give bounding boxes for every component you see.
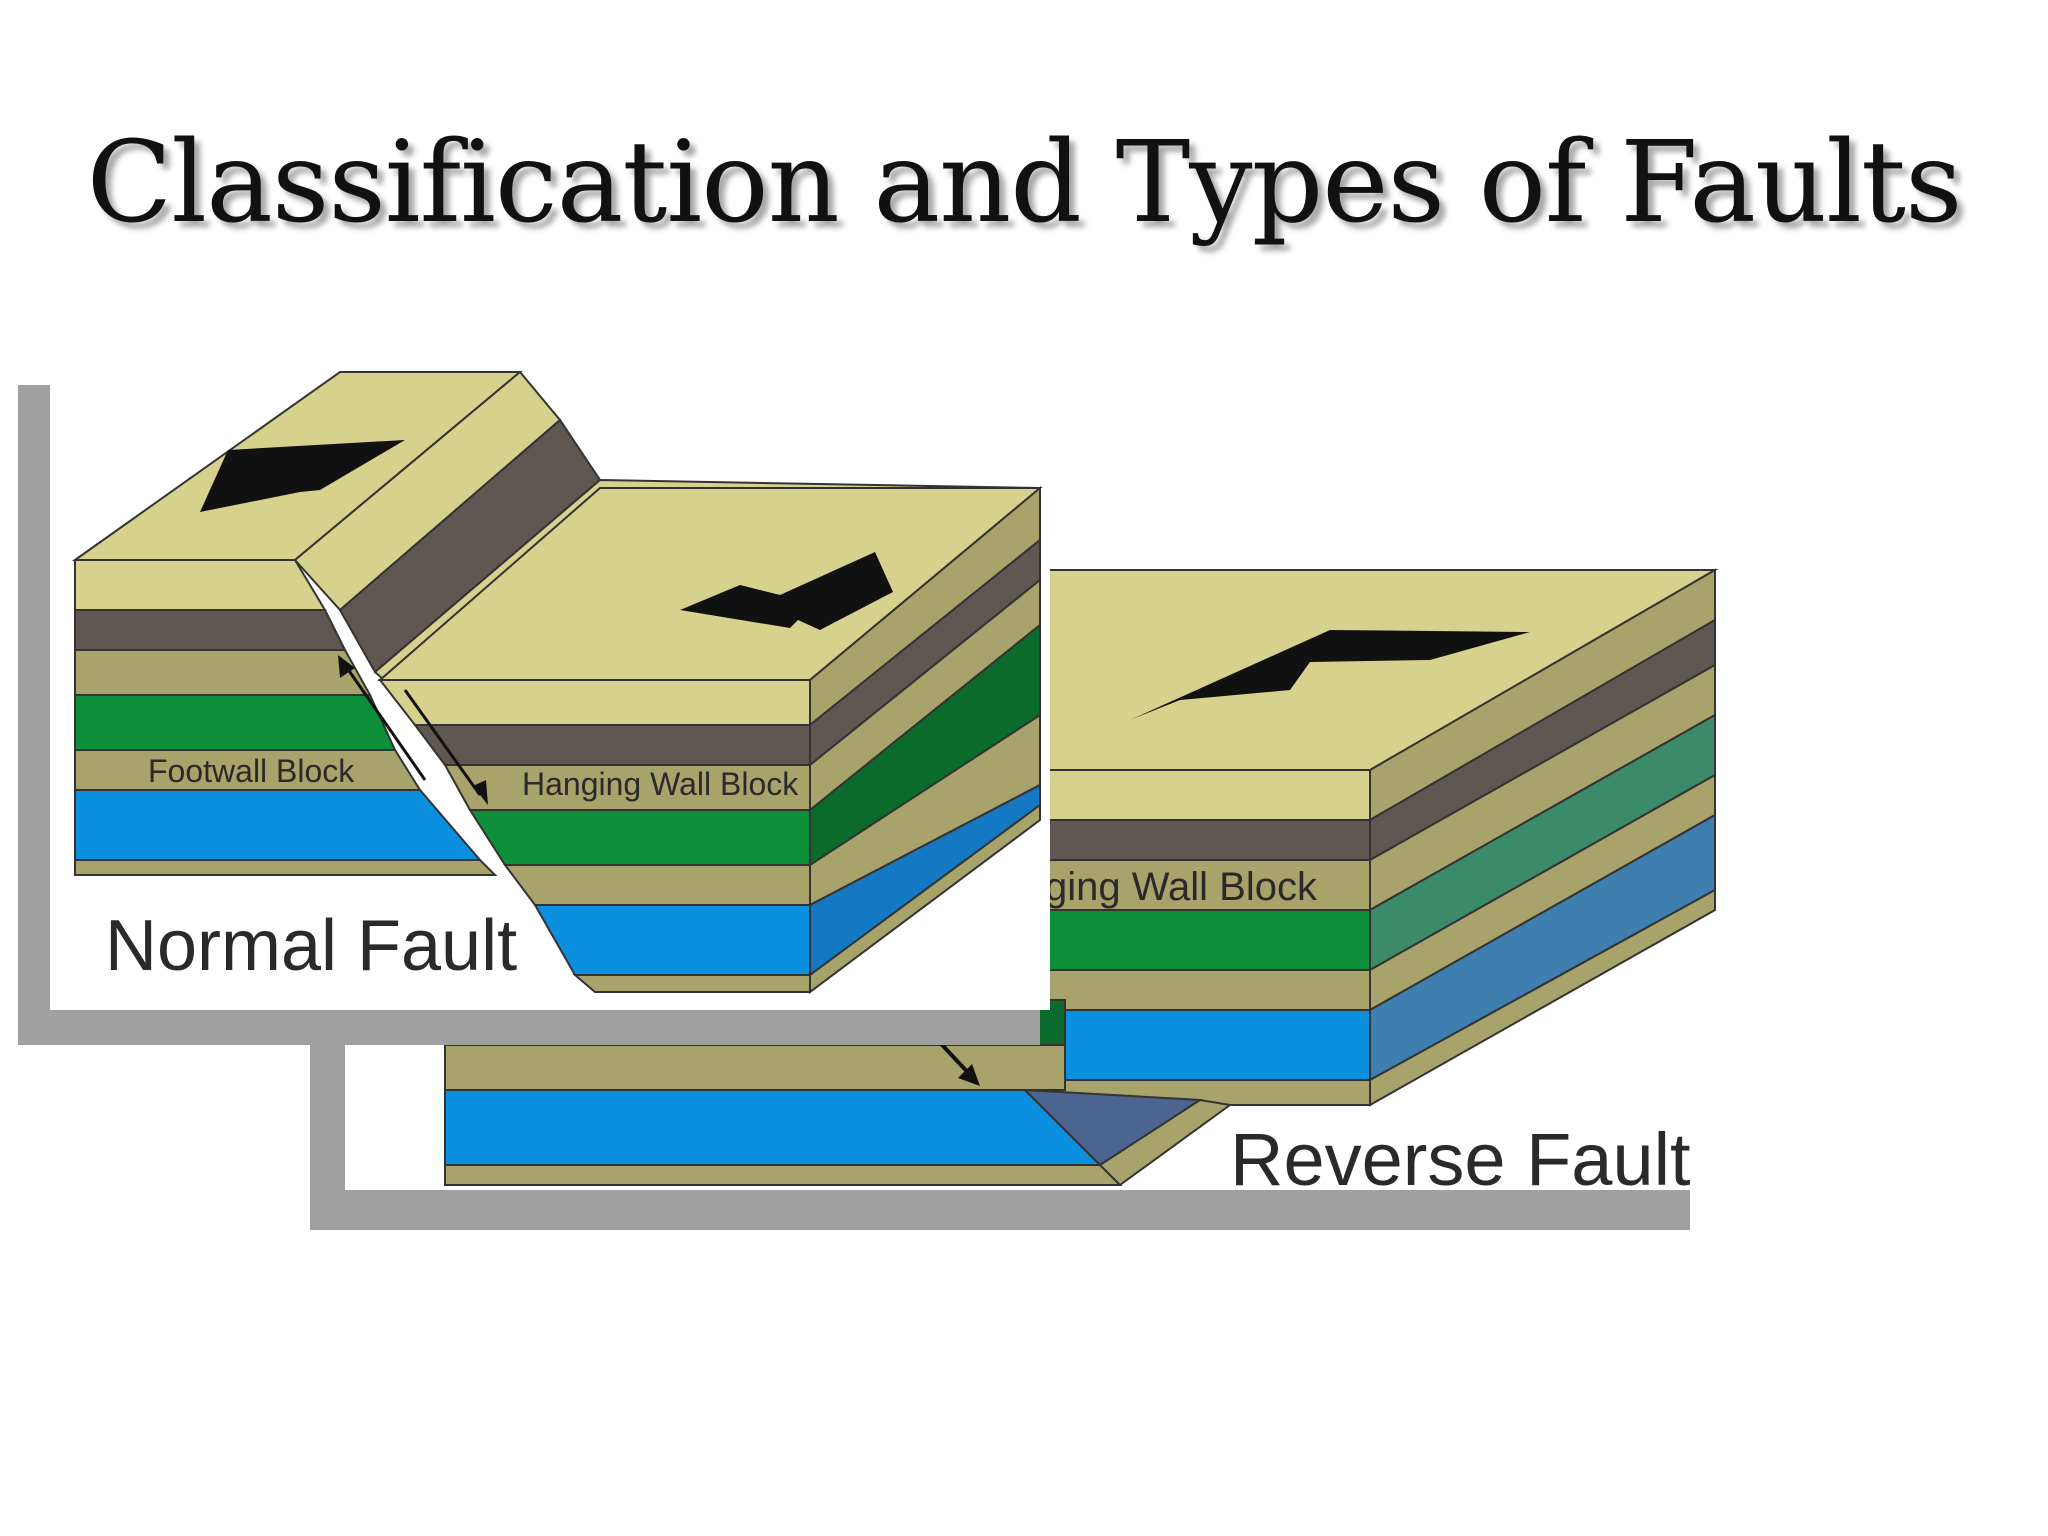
reverse-arrow-icon [1130, 630, 1530, 720]
page-title: Classification and Types of Faults [86, 118, 1963, 248]
reverse-fault-plane-lower [1098, 1098, 1233, 1187]
normal-fault-caption: Normal Fault [105, 906, 517, 986]
footwall-front [74, 559, 498, 876]
footwall-label: Footwall Block [148, 753, 355, 789]
normal-fault-panel: Footwall Block Hanging Wall Block Normal… [18, 360, 1050, 1045]
hanging-wall-label: Hanging Wall Block [522, 766, 799, 802]
footwall-slip-arrowhead-icon [338, 655, 355, 678]
reverse-hanging-side [1369, 568, 1716, 1107]
reverse-slip-arrowhead-icon [958, 1064, 980, 1086]
reverse-hanging-front [1029, 769, 1371, 1106]
hanging-slip-arrow [403, 689, 482, 796]
footwall-arrow-icon [200, 440, 405, 512]
footwall-slip-arrow [343, 664, 427, 781]
reverse-hanging-label: ging Wall Block [1045, 865, 1318, 909]
hanging-wall-side [809, 485, 1041, 994]
reverse-fault-caption: Reverse Fault [1230, 1118, 1691, 1201]
hanging-slip-arrowhead-icon [473, 780, 488, 805]
hanging-wall-arrow-icon [680, 552, 893, 630]
